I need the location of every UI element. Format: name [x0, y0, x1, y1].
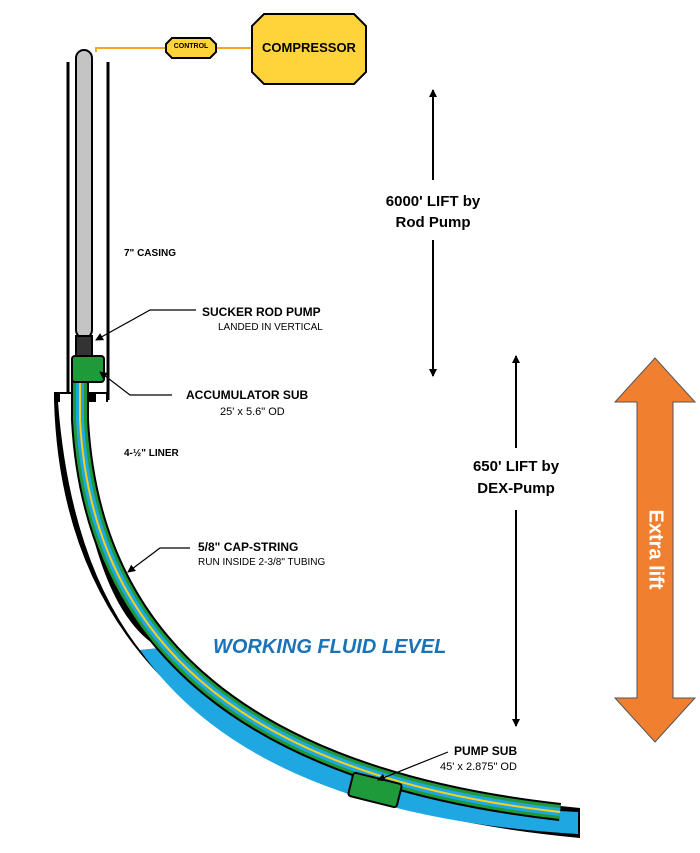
- liner-top-gap-right: [96, 394, 106, 402]
- sucker-rod-pump: [75, 335, 93, 359]
- cap-string-subtitle: RUN INSIDE 2-3/8" TUBING: [198, 557, 326, 568]
- accumulator-subtitle: 25' x 5.6" OD: [220, 406, 285, 418]
- cap-string-line: [79, 375, 561, 813]
- rod-pump-title: SUCKER ROD PUMP: [202, 305, 321, 319]
- pump-sub-title: PUMP SUB: [454, 744, 518, 758]
- accumulator-title: ACCUMULATOR SUB: [186, 388, 309, 402]
- rod-pump-subtitle: LANDED IN VERTICAL: [218, 322, 323, 333]
- dex-lift-line1: 650' LIFT by: [472, 458, 560, 475]
- cap-string-title: 5/8" CAP-STRING: [198, 540, 299, 554]
- control-label: CONTROL: [173, 43, 209, 50]
- working-fluid-level-label: WORKING FLUID LEVEL: [213, 636, 447, 658]
- pump-sub-leader: [377, 751, 449, 782]
- extra-lift-arrow: [613, 357, 697, 743]
- rod-lift-line2: Rod Pump: [395, 214, 471, 231]
- extra-lift-label: Extra lift: [644, 509, 667, 590]
- liner-label: 4-½" LINER: [124, 448, 179, 459]
- sucker-rod: [75, 49, 93, 339]
- control-line: [95, 47, 168, 52]
- casing-label: 7" CASING: [124, 248, 176, 259]
- accumulator-leader: [99, 371, 172, 396]
- dex-lift-line2: DEX-Pump: [477, 480, 555, 497]
- compressor-box: [251, 13, 367, 85]
- control-box: [165, 37, 217, 59]
- accumulator-sub: [71, 355, 105, 383]
- rod-pump-leader: [95, 309, 196, 341]
- liner-inner: [58, 402, 160, 650]
- pump-sub-subtitle: 45' x 2.875" OD: [440, 761, 517, 773]
- rod-lift-line1: 6000' LIFT by: [385, 193, 481, 210]
- cap-string-leader: [127, 547, 190, 573]
- compressor-label: COMPRESSOR: [262, 40, 356, 55]
- liner-top-gap: [60, 394, 72, 402]
